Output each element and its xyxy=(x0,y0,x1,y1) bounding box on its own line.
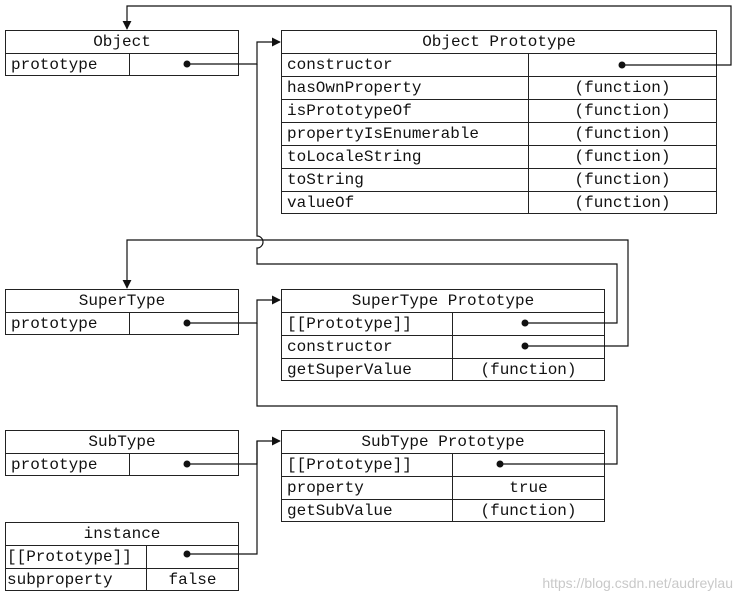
object-prototype-key: isPrototypeOf xyxy=(282,100,529,122)
supertype-prototype-value xyxy=(453,313,604,335)
supertype-prototype-key: constructor xyxy=(282,336,453,358)
supertype-title: SuperType xyxy=(6,290,238,313)
supertype-prototype-value xyxy=(453,336,604,358)
supertype-key-prototype: prototype xyxy=(6,313,130,335)
subtype-title: SubType xyxy=(6,431,238,454)
subtype-prototype-value: (function) xyxy=(480,502,577,520)
object-prototype-key: propertyIsEnumerable xyxy=(282,123,529,145)
instance-key: subproperty xyxy=(6,569,147,591)
object-prototype-value: (function) xyxy=(574,102,671,120)
object-prototype-key: constructor xyxy=(282,54,529,76)
watermark: https://blog.csdn.net/audreylau xyxy=(542,575,733,591)
object-prototype-row: constructor xyxy=(282,54,716,77)
object-prototype-value: (function) xyxy=(574,125,671,143)
object-prototype-row: propertyIsEnumerable (function) xyxy=(282,123,716,146)
subtype-prototype-row: property true xyxy=(282,477,604,500)
instance-key: [[Prototype]] xyxy=(6,546,147,568)
supertype-prototype-key: [[Prototype]] xyxy=(282,313,453,335)
object-prototype-value: (function) xyxy=(574,194,671,212)
object-box: Object prototype xyxy=(5,30,239,76)
object-row-prototype: prototype xyxy=(6,54,238,76)
subtype-prototype-value xyxy=(453,454,604,476)
subtype-prototype-key: getSubValue xyxy=(282,500,453,522)
object-key-prototype: prototype xyxy=(6,54,130,76)
instance-value: false xyxy=(168,571,217,589)
object-prototype-box: Object Prototype constructor hasOwnPrope… xyxy=(281,30,717,214)
subtype-prototype-title: SubType Prototype xyxy=(282,431,604,454)
supertype-row-prototype: prototype xyxy=(6,313,238,335)
subtype-prototype-value: true xyxy=(509,479,548,497)
supertype-prototype-row: constructor xyxy=(282,336,604,359)
subtype-row-prototype: prototype xyxy=(6,454,238,476)
subtype-value-prototype xyxy=(130,454,238,476)
object-prototype-row: valueOf (function) xyxy=(282,192,716,214)
subtype-box: SubType prototype xyxy=(5,430,239,476)
instance-box: instance [[Prototype]] subproperty false xyxy=(5,522,239,591)
supertype-prototype-box: SuperType Prototype [[Prototype]] constr… xyxy=(281,289,605,381)
instance-title: instance xyxy=(6,523,238,546)
object-prototype-value: (function) xyxy=(574,79,671,97)
object-prototype-row: hasOwnProperty (function) xyxy=(282,77,716,100)
instance-value xyxy=(147,546,238,568)
object-prototype-row: toString (function) xyxy=(282,169,716,192)
object-prototype-key: valueOf xyxy=(282,192,529,214)
instance-row: subproperty false xyxy=(6,569,238,591)
object-value-prototype xyxy=(130,54,238,76)
supertype-prototype-row: getSuperValue (function) xyxy=(282,359,604,381)
subtype-key-prototype: prototype xyxy=(6,454,130,476)
supertype-prototype-title: SuperType Prototype xyxy=(282,290,604,313)
subtype-prototype-key: property xyxy=(282,477,453,499)
object-prototype-key: hasOwnProperty xyxy=(282,77,529,99)
instance-row: [[Prototype]] xyxy=(6,546,238,569)
supertype-value-prototype xyxy=(130,313,238,335)
object-prototype-row: isPrototypeOf (function) xyxy=(282,100,716,123)
subtype-prototype-row: [[Prototype]] xyxy=(282,454,604,477)
object-prototype-value: (function) xyxy=(574,148,671,166)
object-prototype-value xyxy=(529,54,716,76)
supertype-box: SuperType prototype xyxy=(5,289,239,335)
object-prototype-key: toString xyxy=(282,169,529,191)
object-prototype-row: toLocaleString (function) xyxy=(282,146,716,169)
subtype-prototype-box: SubType Prototype [[Prototype]] property… xyxy=(281,430,605,522)
subtype-prototype-key: [[Prototype]] xyxy=(282,454,453,476)
subtype-prototype-row: getSubValue (function) xyxy=(282,500,604,522)
supertype-prototype-value: (function) xyxy=(480,361,577,379)
object-prototype-value: (function) xyxy=(574,171,671,189)
object-title: Object xyxy=(6,31,238,54)
supertype-prototype-row: [[Prototype]] xyxy=(282,313,604,336)
object-prototype-key: toLocaleString xyxy=(282,146,529,168)
object-prototype-title: Object Prototype xyxy=(282,31,716,54)
supertype-prototype-key: getSuperValue xyxy=(282,359,453,381)
